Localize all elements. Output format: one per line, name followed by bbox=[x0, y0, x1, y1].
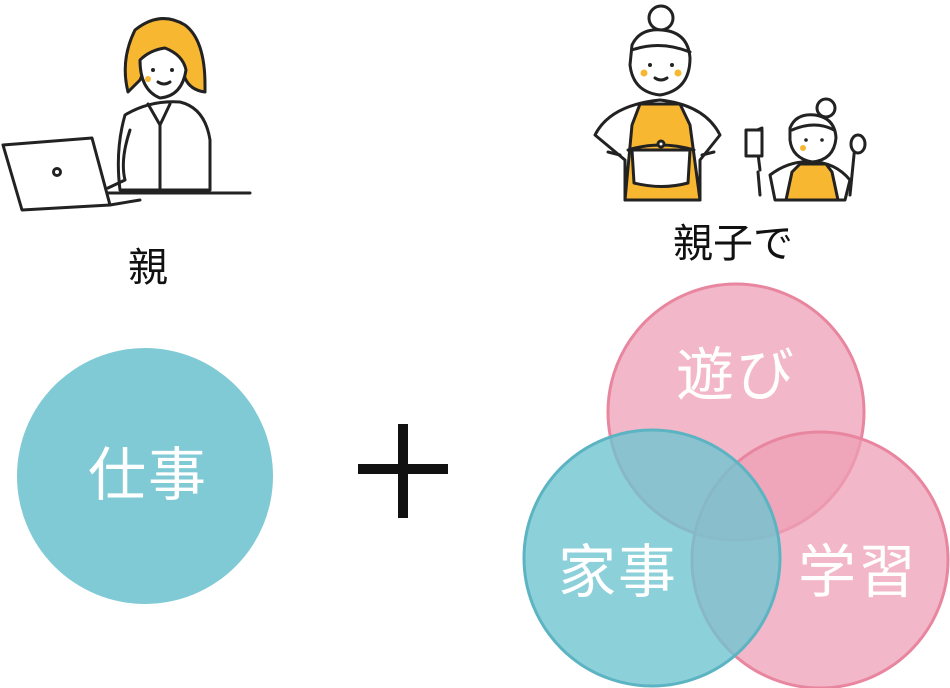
housework-label: 家事 bbox=[557, 538, 679, 606]
parent-child-caption: 親子で bbox=[673, 221, 793, 267]
work-circle bbox=[17, 348, 273, 604]
work-label: 仕事 bbox=[87, 441, 209, 509]
play-label: 遊び bbox=[675, 341, 797, 409]
study-label: 学習 bbox=[797, 538, 919, 606]
venn-circle-housework bbox=[522, 428, 782, 688]
venn-diagram bbox=[522, 282, 950, 688]
parent-caption: 親 bbox=[128, 245, 168, 291]
parent-and-child-cooking-icon bbox=[593, 4, 867, 202]
plus-icon bbox=[358, 424, 448, 518]
person-at-laptop-icon bbox=[1, 17, 252, 212]
